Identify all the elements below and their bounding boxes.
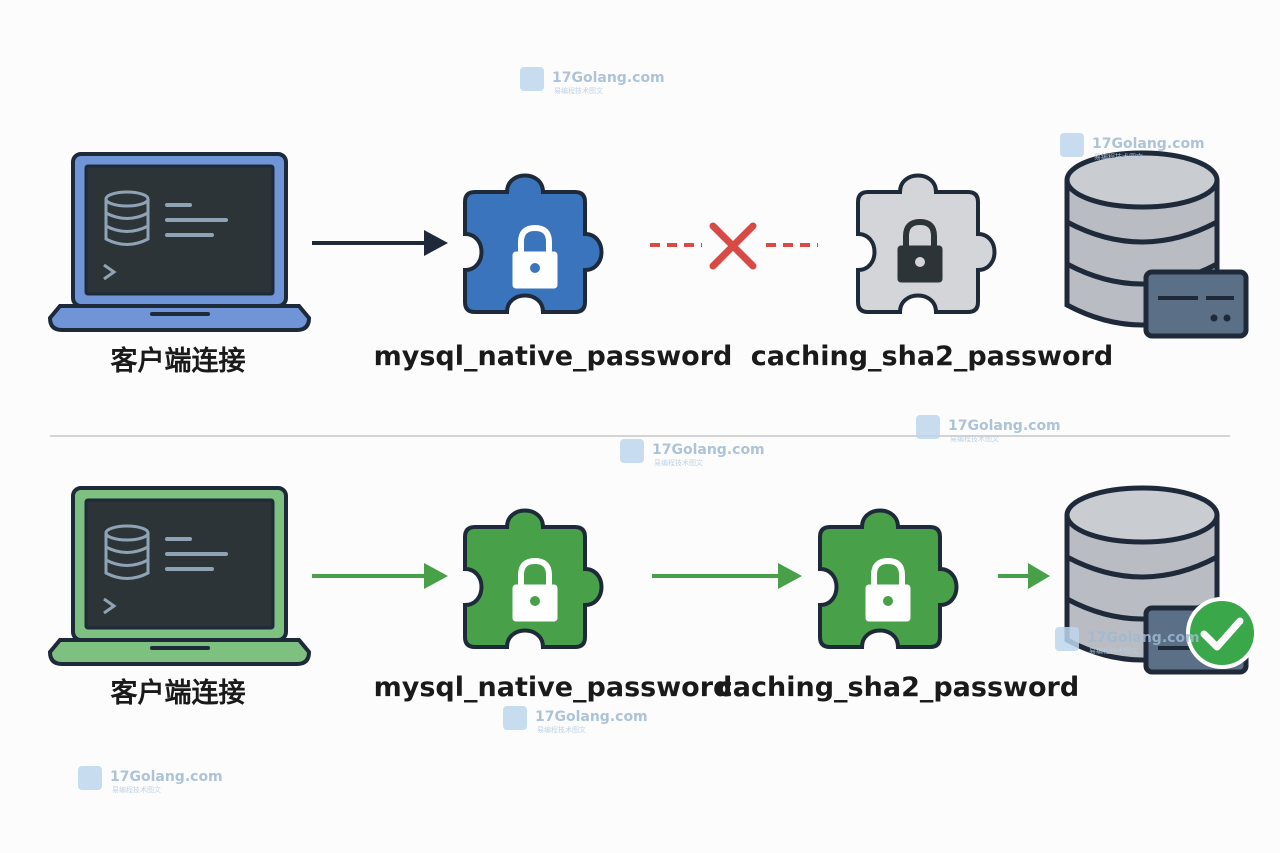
top-row: 客户端连接 mysql_native_password <box>47 150 1249 377</box>
svg-text:易编程技术图文: 易编程技术图文 <box>554 86 603 95</box>
svg-text:易编程技术图文: 易编程技术图文 <box>537 725 586 734</box>
svg-text:17Golang.com: 17Golang.com <box>1087 630 1200 646</box>
puzzle-piece-mysql-native-icon <box>463 508 604 649</box>
svg-text:易编程技术图文: 易编程技术图文 <box>950 434 999 443</box>
laptop-icon <box>47 152 312 332</box>
puzzle-piece-caching-sha2-icon <box>818 508 959 649</box>
plugin2-label: caching_sha2_password <box>751 341 1113 372</box>
cross-icon <box>709 222 757 270</box>
arrow-icon <box>652 563 802 589</box>
database-glyph-icon <box>104 524 150 580</box>
svg-text:17Golang.com: 17Golang.com <box>552 70 665 86</box>
watermark: 17Golang.com 易编程技术图文 <box>620 439 765 467</box>
svg-text:易编程技术图文: 易编程技术图文 <box>1089 646 1138 655</box>
arrow-icon <box>312 563 448 589</box>
bottom-row: 客户端连接 mysql_native_password caching_sha2… <box>47 485 1258 709</box>
database-server-icon <box>1064 150 1249 339</box>
svg-text:17Golang.com: 17Golang.com <box>110 769 223 785</box>
arrow-icon <box>998 563 1050 589</box>
svg-text:17Golang.com: 17Golang.com <box>652 442 765 458</box>
checkmark-icon <box>1186 597 1258 669</box>
client-label: 客户端连接 <box>111 345 246 377</box>
watermark: 17Golang.com 易编程技术图文 <box>1060 133 1205 161</box>
text-lines-icon <box>165 203 228 237</box>
svg-text:易编程技术图文: 易编程技术图文 <box>654 458 703 467</box>
prompt-icon <box>103 597 117 615</box>
plugin1-label: mysql_native_password <box>374 672 733 703</box>
svg-text:易编程技术图文: 易编程技术图文 <box>112 785 161 794</box>
plugin1-label: mysql_native_password <box>374 341 733 372</box>
svg-text:易编程技术图文: 易编程技术图文 <box>1094 152 1143 161</box>
plugin2-label: caching_sha2_password <box>717 672 1079 703</box>
reject-connector <box>650 222 818 270</box>
puzzle-piece-caching-sha2-icon <box>856 173 997 314</box>
watermark: 17Golang.com 易编程技术图文 <box>916 415 1061 443</box>
arrow-icon <box>312 230 448 256</box>
client-label: 客户端连接 <box>111 677 246 709</box>
prompt-icon <box>103 263 117 281</box>
watermark: 17Golang.com 易编程技术图文 <box>503 706 648 734</box>
puzzle-piece-mysql-native-icon <box>463 173 604 314</box>
laptop-icon <box>47 486 312 666</box>
watermark: 17Golang.com 易编程技术图文 <box>1055 627 1200 655</box>
svg-text:17Golang.com: 17Golang.com <box>948 418 1061 434</box>
watermark: 17Golang.com 易编程技术图文 <box>78 766 223 794</box>
svg-text:17Golang.com: 17Golang.com <box>535 709 648 725</box>
database-glyph-icon <box>104 190 150 246</box>
watermark: 17Golang.com 易编程技术图文 <box>520 67 665 95</box>
svg-text:17Golang.com: 17Golang.com <box>1092 136 1205 152</box>
text-lines-icon <box>165 537 228 571</box>
watermarks: 17Golang.com 易编程技术图文 17Golang.com 易编程技术图… <box>78 67 1205 794</box>
